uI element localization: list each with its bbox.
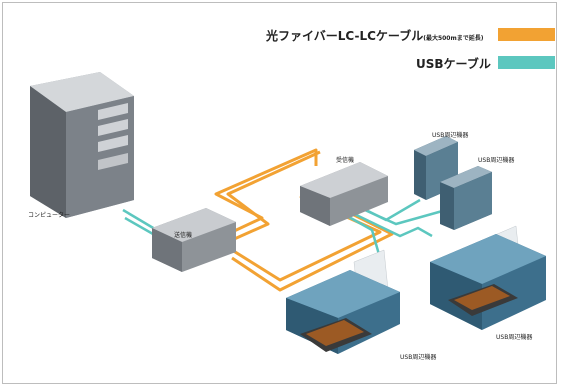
usb-device-label-3: USB周辺機器 — [400, 354, 437, 361]
legend-usb-swatch — [498, 56, 555, 69]
receiver-icon — [300, 162, 388, 226]
usb-drive-icon-2 — [440, 166, 492, 230]
computer-icon — [30, 72, 134, 218]
usb-device-label-4: USB周辺機器 — [496, 334, 533, 341]
printer-icon-1 — [286, 249, 400, 354]
usb-device-label-2: USB周辺機器 — [478, 157, 515, 164]
receiver-label: 受信機 — [336, 157, 355, 164]
legend-fiber-label: 光ファイバーLC-LCケーブル(最大500mまで延長) — [266, 27, 483, 44]
usb-device-label-1: USB周辺機器 — [432, 132, 469, 139]
legend-fiber-text: 光ファイバーLC-LCケーブル — [266, 29, 424, 43]
transmitter-label: 送信機 — [174, 232, 193, 239]
legend-fiber-swatch — [498, 28, 555, 41]
legend-usb-label: USBケーブル — [416, 57, 491, 71]
computer-label: コンピューター — [28, 212, 71, 219]
transmitter-icon — [152, 208, 236, 272]
printer-icon-2 — [430, 225, 546, 330]
legend-fiber-note: (最大500mまで延長) — [423, 35, 484, 42]
usb-cable-bundle — [339, 198, 447, 274]
